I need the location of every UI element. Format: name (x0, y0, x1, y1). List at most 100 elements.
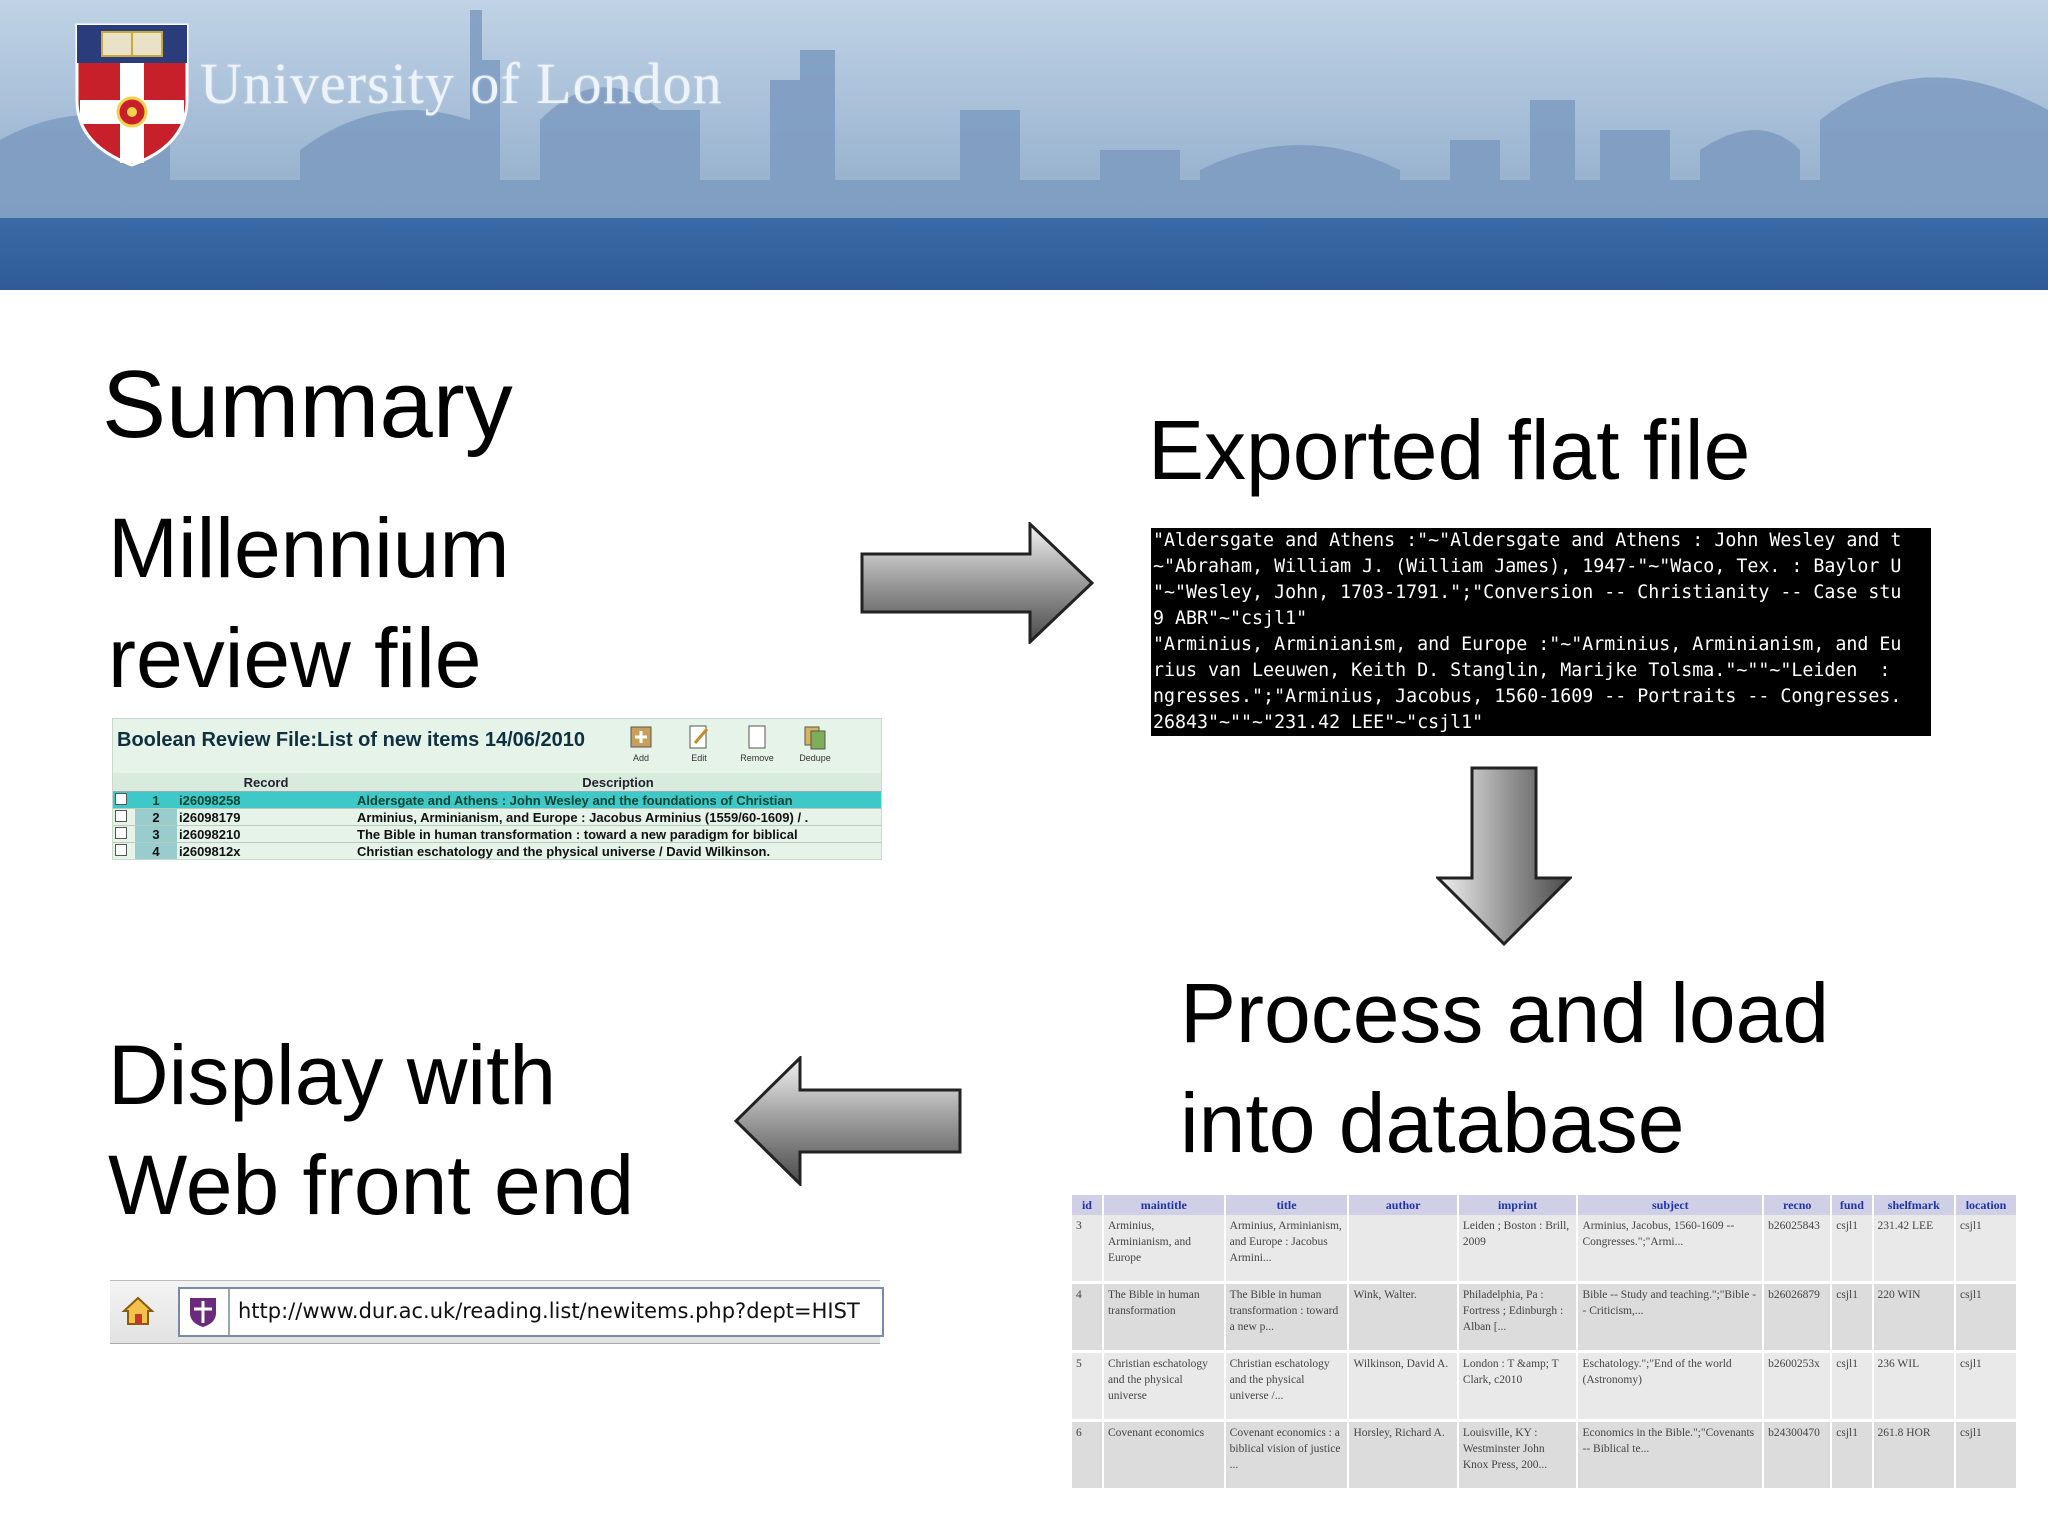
review-file-table: Record Description 1 i26098258 Aldersgat… (113, 773, 881, 859)
remove-button[interactable]: Remove (735, 723, 779, 763)
banner-band (0, 218, 2048, 290)
db-col-id[interactable]: id (1072, 1195, 1104, 1215)
row-checkbox[interactable] (113, 825, 135, 843)
db-cell-author (1348, 1215, 1459, 1284)
row-record: i2609812x (177, 842, 355, 859)
row-description: Christian eschatology and the physical u… (355, 842, 881, 859)
review-file-screenshot: Boolean Review File:List of new items 14… (112, 718, 882, 860)
dedupe-button-label: Dedupe (799, 753, 831, 763)
db-cell-subject: Arminius, Jacobus, 1560-1609 -- Congress… (1577, 1215, 1765, 1284)
db-col-author[interactable]: author (1348, 1195, 1459, 1215)
home-icon[interactable] (116, 1289, 160, 1333)
checkbox[interactable] (115, 843, 127, 856)
row-description: Arminius, Arminianism, and Europe : Jaco… (355, 808, 881, 826)
step3-line1: Process and load (1180, 966, 1830, 1060)
table-row[interactable]: 5 Christian eschatology and the physical … (1072, 1351, 2018, 1422)
db-cell-subject: Bible -- Study and teaching.";"Bible -- … (1577, 1282, 1765, 1353)
step1-label: Millennium review file (108, 493, 668, 713)
db-col-location[interactable]: location (1955, 1195, 2018, 1215)
row-checkbox[interactable] (113, 842, 135, 859)
checkbox[interactable] (115, 826, 127, 839)
step1-line1: Millennium (108, 501, 510, 595)
flat-file-line: ~"Abraham, William J. (William James), 1… (1153, 556, 1902, 577)
flat-file-line: "~"Wesley, John, 1703-1791.";"Conversion… (1153, 582, 1902, 603)
db-cell-fund: csjl1 (1831, 1215, 1874, 1284)
dedupe-icon (804, 726, 826, 750)
db-cell-recno: b26026879 (1763, 1282, 1833, 1353)
flat-file-line: 26843"~""~"231.42 LEE"~"csjl1" (1153, 712, 1484, 733)
flat-file-line: "Aldersgate and Athens :"~"Aldersgate an… (1153, 530, 1902, 551)
header-check (113, 773, 135, 792)
db-col-imprint[interactable]: imprint (1457, 1195, 1579, 1215)
database-table: id maintitle title author imprint subjec… (1072, 1195, 2018, 1491)
header-description: Description (355, 773, 881, 792)
remove-icon (748, 725, 766, 749)
review-file-title: Boolean Review File:List of new items 14… (117, 729, 585, 751)
db-cell-maintitle: Arminius, Arminianism, and Europe (1102, 1215, 1226, 1284)
table-row[interactable]: 2 i26098179 Arminius, Arminianism, and E… (113, 808, 881, 826)
db-cell-recno: b2600253x (1763, 1351, 1833, 1422)
db-col-shelfmark[interactable]: shelfmark (1872, 1195, 1957, 1215)
edit-button[interactable]: Edit (677, 723, 721, 763)
org-name: University of London (200, 51, 723, 116)
table-row[interactable]: 3 i26098210 The Bible in human transform… (113, 825, 881, 843)
flat-file-line: 9 ABR"~"csjl1" (1153, 608, 1308, 629)
flat-file-text: "Aldersgate and Athens :"~"Aldersgate an… (1151, 528, 1931, 736)
row-num: 2 (135, 808, 177, 826)
step3-label: Process and load into database (1180, 958, 2000, 1178)
db-col-maintitle[interactable]: maintitle (1102, 1195, 1226, 1215)
url-text[interactable]: http://www.dur.ac.uk/reading.list/newite… (238, 1299, 860, 1323)
table-row[interactable]: 1 i26098258 Aldersgate and Athens : John… (113, 791, 881, 809)
row-checkbox[interactable] (113, 808, 135, 826)
header-record: Record (177, 773, 355, 792)
db-col-fund[interactable]: fund (1831, 1195, 1874, 1215)
db-cell-recno: b24300470 (1763, 1420, 1833, 1491)
step1-line2: review file (108, 611, 482, 705)
db-col-recno[interactable]: recno (1763, 1195, 1833, 1215)
db-cell-fund: csjl1 (1831, 1351, 1874, 1422)
db-cell-recno: b26025843 (1763, 1215, 1833, 1284)
row-checkbox[interactable] (113, 791, 135, 809)
db-cell-id: 3 (1072, 1215, 1104, 1284)
site-favicon-icon (190, 1298, 216, 1327)
db-cell-maintitle: The Bible in human transformation (1102, 1282, 1226, 1353)
slide-title: Summary (102, 351, 513, 458)
step3-line2: into database (1180, 1076, 1685, 1170)
flat-file-line: "Arminius, Arminianism, and Europe :"~"A… (1153, 634, 1902, 655)
db-cell-id: 5 (1072, 1351, 1104, 1422)
row-record: i26098258 (177, 791, 355, 809)
add-button-label: Add (632, 753, 649, 763)
row-record: i26098179 (177, 808, 355, 826)
url-box[interactable]: http://www.dur.ac.uk/reading.list/newite… (178, 1287, 884, 1337)
flat-file-line: rius van Leeuwen, Keith D. Stanglin, Mar… (1153, 660, 1891, 681)
review-table-header: Record Description (113, 773, 881, 792)
arrow-right-icon (860, 522, 1095, 644)
step4-line2: Web front end (108, 1138, 635, 1232)
db-cell-title: Christian eschatology and the physical u… (1224, 1351, 1350, 1422)
db-cell-author: Horsley, Richard A. (1348, 1420, 1459, 1491)
flat-file-line: ngresses.";"Arminius, Jacobus, 1560-1609… (1153, 686, 1902, 707)
step4-line1: Display with (108, 1028, 557, 1122)
db-cell-location: csjl1 (1955, 1215, 2018, 1284)
db-col-title[interactable]: title (1224, 1195, 1350, 1215)
db-cell-id: 4 (1072, 1282, 1104, 1353)
row-description: Aldersgate and Athens : John Wesley and … (355, 791, 881, 809)
row-num: 3 (135, 825, 177, 843)
row-description: The Bible in human transformation : towa… (355, 825, 881, 843)
add-button[interactable]: Add (619, 723, 663, 763)
header-banner: University of London (0, 0, 2048, 290)
checkbox[interactable] (115, 809, 127, 822)
table-row[interactable]: 4 i2609812x Christian eschatology and th… (113, 842, 881, 859)
db-col-subject[interactable]: subject (1577, 1195, 1765, 1215)
db-cell-location: csjl1 (1955, 1282, 2018, 1353)
checkbox[interactable] (115, 792, 127, 805)
dedupe-button[interactable]: Dedupe (793, 723, 837, 763)
db-cell-imprint: London : T &amp; T Clark, c2010 (1457, 1351, 1579, 1422)
arrow-left-icon (734, 1056, 962, 1186)
row-num: 4 (135, 842, 177, 859)
remove-button-label: Remove (740, 753, 774, 763)
